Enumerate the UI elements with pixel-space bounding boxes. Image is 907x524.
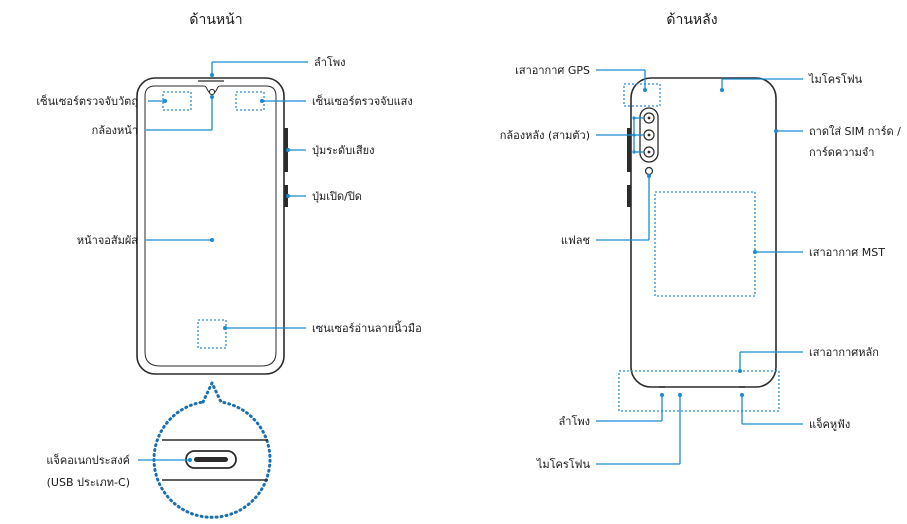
rear-flash: [644, 166, 654, 176]
label-microphone-top: ไมโครโฟน: [808, 72, 863, 86]
proximity-sensor-area: [162, 91, 192, 111]
label-sim-tray: ถาดใส่ SIM การ์ด /: [809, 125, 901, 138]
usb-magnifier-bubble: [152, 379, 272, 519]
gps-antenna-area: [623, 83, 661, 107]
back-title: ด้านหลัง: [666, 12, 717, 28]
label-fingerprint-sensor: เซนเซอร์อ่านลายนิ้วมือ: [312, 320, 422, 335]
front-title: ด้านหน้า: [189, 12, 242, 28]
label-touchscreen: หน้าจอสัมผัส: [77, 234, 138, 247]
label-front-camera: กล้องหน้า: [92, 124, 138, 137]
back-phone-body: [630, 77, 777, 388]
label-main-antenna: เสาอากาศหลัก: [809, 346, 879, 359]
label-gps-antenna: เสาอากาศ GPS: [515, 64, 590, 77]
label-multipurpose-jack: แจ็คอเนกประสงค์: [46, 453, 130, 467]
back-side-volume: [627, 128, 631, 172]
label-speaker-bottom: ลำโพง: [559, 414, 590, 428]
usb-port-inner: [194, 457, 228, 462]
label-power-key: ปุ่มเปิด/ปิด: [312, 190, 362, 203]
front-phone-body: [136, 77, 285, 375]
fingerprint-sensor-area: [197, 319, 227, 349]
label-speaker: ลำโพง: [314, 55, 345, 69]
label-sim-tray-card: การ์ดความจำ: [809, 146, 874, 159]
label-multipurpose-jack-type: (USB ประเภท-C): [47, 476, 130, 489]
mst-antenna-area: [654, 191, 756, 297]
main-antenna-area: [618, 370, 780, 412]
label-volume-key: ปุ่มระดับเสียง: [312, 144, 374, 157]
label-mst-antenna: เสาอากาศ MST: [809, 246, 885, 259]
label-earphone-jack: แจ็คหูฟัง: [809, 417, 850, 431]
front-screen-outline: [144, 85, 277, 367]
label-microphone-bottom: ไมโครโฟน: [536, 457, 591, 471]
label-light-sensor: เซ็นเซอร์ตรวจจับแสง: [312, 94, 413, 108]
front-camera-lens: [208, 88, 216, 96]
back-side-power: [627, 185, 631, 207]
label-flash: แฟลช: [561, 234, 590, 247]
label-proximity-sensor: เซ็นเซอร์ตรวจจับวัตถุ: [36, 94, 138, 108]
label-rear-camera: กล้องหลัง (สามตัว): [500, 129, 590, 142]
